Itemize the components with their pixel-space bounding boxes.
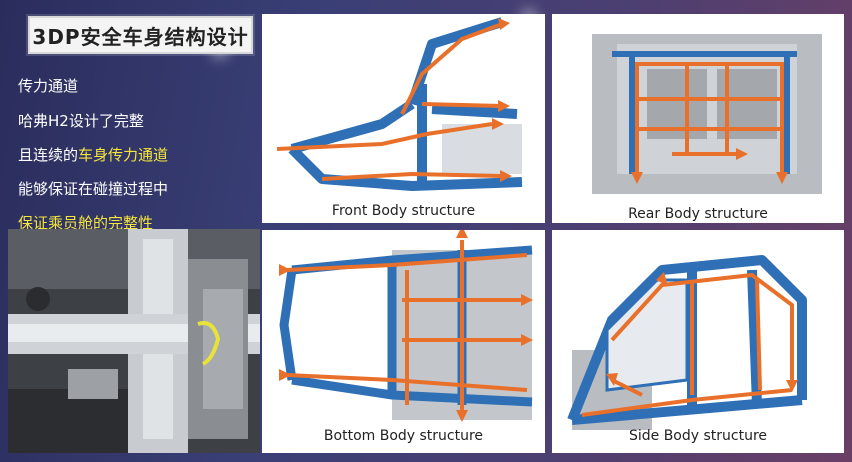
side-body-caption: Side Body structure bbox=[628, 428, 768, 444]
page-title: 3DP安全车身结构设计 bbox=[32, 24, 249, 49]
description-line-4: 能够保证在碰撞过程中 bbox=[18, 180, 169, 198]
side-body-panel: Side Body structure bbox=[552, 230, 844, 453]
description-line-3-highlight: 车身传力通道 bbox=[78, 146, 169, 164]
car-body-photo bbox=[8, 229, 260, 453]
description-line-3: 且连续的车身传力通道 bbox=[18, 144, 168, 165]
bottom-body-caption: Bottom Body structure bbox=[323, 428, 484, 444]
title-box: 3DP安全车身结构设计 bbox=[28, 16, 253, 54]
description-line-5: 保证乘员舱的完整性 bbox=[18, 214, 154, 232]
description-line-2: 哈弗H2设计了完整 bbox=[18, 112, 144, 130]
front-body-caption: Front Body structure bbox=[331, 203, 476, 219]
rear-body-caption: Rear Body structure bbox=[628, 206, 768, 222]
description-line-1: 传力通道 bbox=[18, 77, 79, 95]
rear-body-panel: Rear Body structure bbox=[552, 14, 844, 223]
description-line-3-prefix: 且连续的 bbox=[18, 146, 79, 164]
front-body-panel: Front Body structure bbox=[262, 14, 545, 223]
bottom-body-panel: Bottom Body structure bbox=[262, 230, 545, 453]
